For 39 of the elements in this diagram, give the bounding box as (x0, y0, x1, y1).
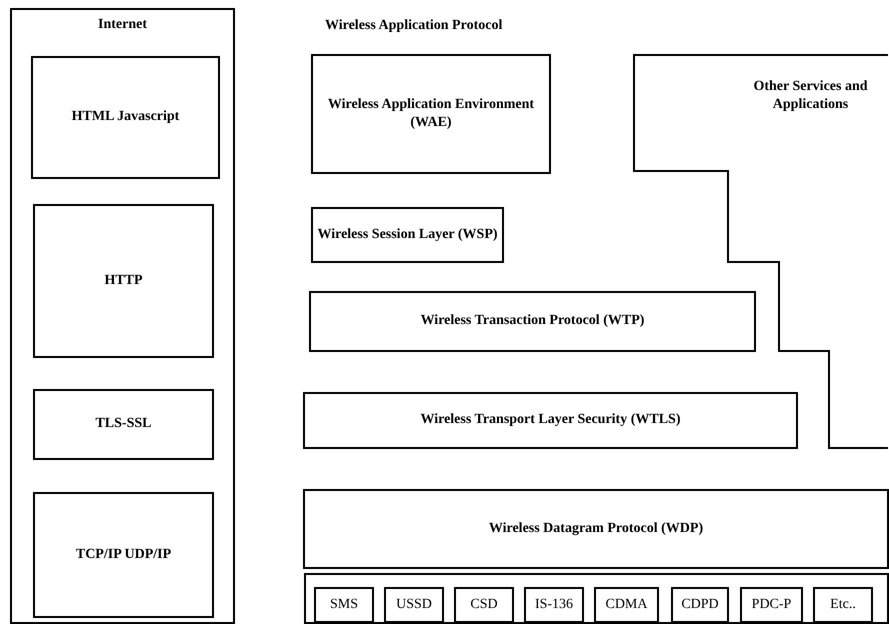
bearer-label: SMS (330, 596, 358, 614)
bearer-label: CDPD (681, 596, 719, 614)
bearer-label: PDC-P (752, 596, 792, 614)
layer-label: Wireless Session Layer (WSP) (317, 226, 498, 244)
bearer-panel (304, 573, 889, 624)
layer-box (309, 291, 756, 352)
layer-box (454, 587, 514, 623)
layer-label: HTML Javascript (72, 108, 180, 126)
layer-label: TLS-SSL (95, 415, 152, 434)
layer-label: Wireless Application Environment (WAE) (326, 96, 536, 132)
layer-box (311, 207, 504, 263)
layer-box (303, 392, 798, 449)
layer-box (524, 587, 584, 623)
bearer-label: CDMA (605, 596, 648, 614)
layer-box (813, 587, 873, 623)
layer-box (740, 587, 803, 623)
panel-heading: Other Services and Applications (752, 78, 869, 114)
panel-heading: Internet (98, 16, 147, 34)
layer-box (31, 56, 220, 179)
stack-panel (10, 8, 235, 624)
layer-box (384, 587, 444, 623)
bearer-label: USSD (396, 596, 432, 614)
layer-label: Wireless Transport Layer Security (WTLS) (420, 411, 681, 430)
layer-box (671, 587, 729, 623)
layer-box (594, 587, 659, 623)
layer-box (33, 204, 214, 358)
layer-label: TCP/IP UDP/IP (76, 546, 172, 564)
layer-box (303, 489, 889, 569)
bearer-label: Etc.. (830, 596, 856, 614)
layer-box (311, 54, 551, 174)
layer-label: Wireless Datagram Protocol (WDP) (488, 520, 704, 538)
bearer-label: IS-136 (534, 596, 574, 614)
layer-box (33, 492, 214, 618)
section-heading: Wireless Application Protocol (325, 18, 502, 34)
bearer-label: CSD (470, 596, 498, 614)
layer-label: HTTP (104, 272, 143, 290)
layer-label: Wireless Transaction Protocol (WTP) (420, 312, 644, 330)
layer-box (314, 587, 374, 623)
layer-box (33, 389, 214, 460)
